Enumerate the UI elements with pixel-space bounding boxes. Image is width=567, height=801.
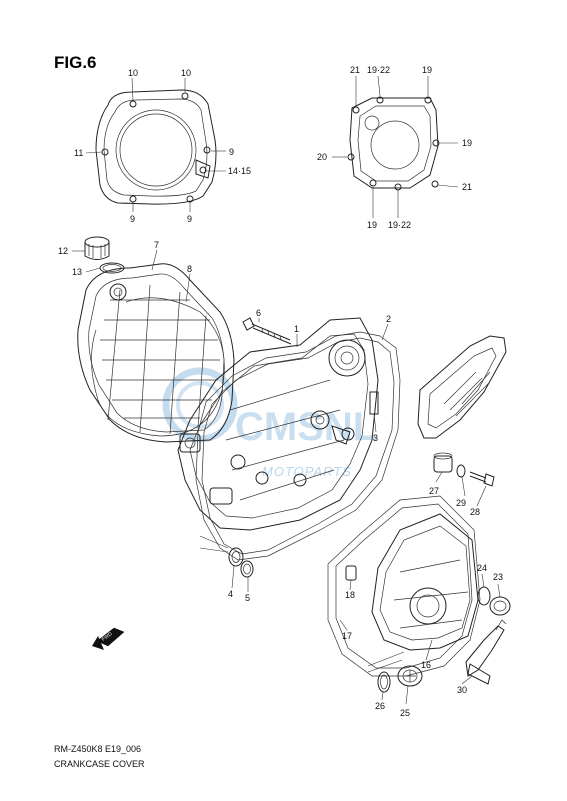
callout-18: 18 (345, 590, 355, 600)
bolt-and-washer (456, 464, 495, 487)
watermark-brand: CMSNL (235, 405, 377, 449)
callout-3: 3 (373, 433, 378, 443)
callout-19: 19 (367, 220, 377, 230)
callout-9: 9 (130, 214, 135, 224)
figure-title: FIG.6 (54, 53, 97, 72)
callout-16: 16 (421, 660, 431, 670)
callout-26: 26 (375, 701, 385, 711)
callout-5: 5 (245, 593, 250, 603)
generator-cover (347, 96, 440, 191)
callout-19: 19 (462, 138, 472, 148)
bolt (242, 317, 292, 345)
callout-13: 13 (72, 267, 82, 277)
cable-bracket (465, 619, 507, 685)
callout-6: 6 (256, 308, 261, 318)
sprocket-guard (417, 335, 507, 473)
callout-21: 21 (462, 182, 472, 192)
callout-2: 2 (386, 314, 391, 324)
timing-plug (477, 586, 511, 616)
crankcase-cover (77, 263, 235, 443)
clutch-cover (95, 89, 217, 205)
cover-gasket (195, 331, 401, 561)
callout-20: 20 (317, 152, 327, 162)
callout-25: 25 (400, 708, 410, 718)
callout-17: 17 (342, 631, 352, 641)
callout-23: 23 (493, 572, 503, 582)
forward-arrow-icon: FWD (92, 627, 125, 650)
callout-29: 29 (456, 498, 466, 508)
callout-19: 19 (422, 65, 432, 75)
callout-4: 4 (228, 589, 233, 599)
forward-label: FWD (101, 631, 114, 643)
callout-7: 7 (154, 240, 159, 250)
callout-19-22: 19·22 (367, 65, 390, 75)
callout-19-22: 19·22 (388, 220, 411, 230)
callout-labels: 10 10 11 9 9 9 14·15 21 19·22 19 20 19 2… (58, 65, 503, 718)
callout-9: 9 (187, 214, 192, 224)
callout-21: 21 (350, 65, 360, 75)
callout-12: 12 (58, 246, 68, 256)
callout-10: 10 (181, 68, 191, 78)
callout-28: 28 (470, 507, 480, 517)
crankcase (177, 317, 379, 531)
callout-14-15: 14·15 (228, 166, 251, 176)
callout-8: 8 (187, 264, 192, 274)
callout-24: 24 (477, 563, 487, 573)
callout-9: 9 (229, 147, 234, 157)
callout-10: 10 (128, 68, 138, 78)
callout-27: 27 (429, 486, 439, 496)
oil-filler-cap (84, 236, 125, 274)
oil-seals (228, 547, 254, 578)
generator-cover-lower (345, 513, 479, 651)
generator-cover-gasket (327, 495, 481, 677)
inspection-plug (377, 665, 423, 693)
callout-1: 1 (294, 324, 299, 334)
callout-30: 30 (457, 685, 467, 695)
leader-lines (72, 75, 501, 705)
watermark-logo: CMSNL MOTOPARTS (162, 367, 377, 479)
model-code: RM-Z450K8 E19_006 (54, 744, 141, 754)
watermark-tagline: MOTOPARTS (262, 464, 352, 479)
figure-caption: CRANKCASE COVER (54, 759, 145, 769)
callout-11: 11 (74, 148, 83, 158)
